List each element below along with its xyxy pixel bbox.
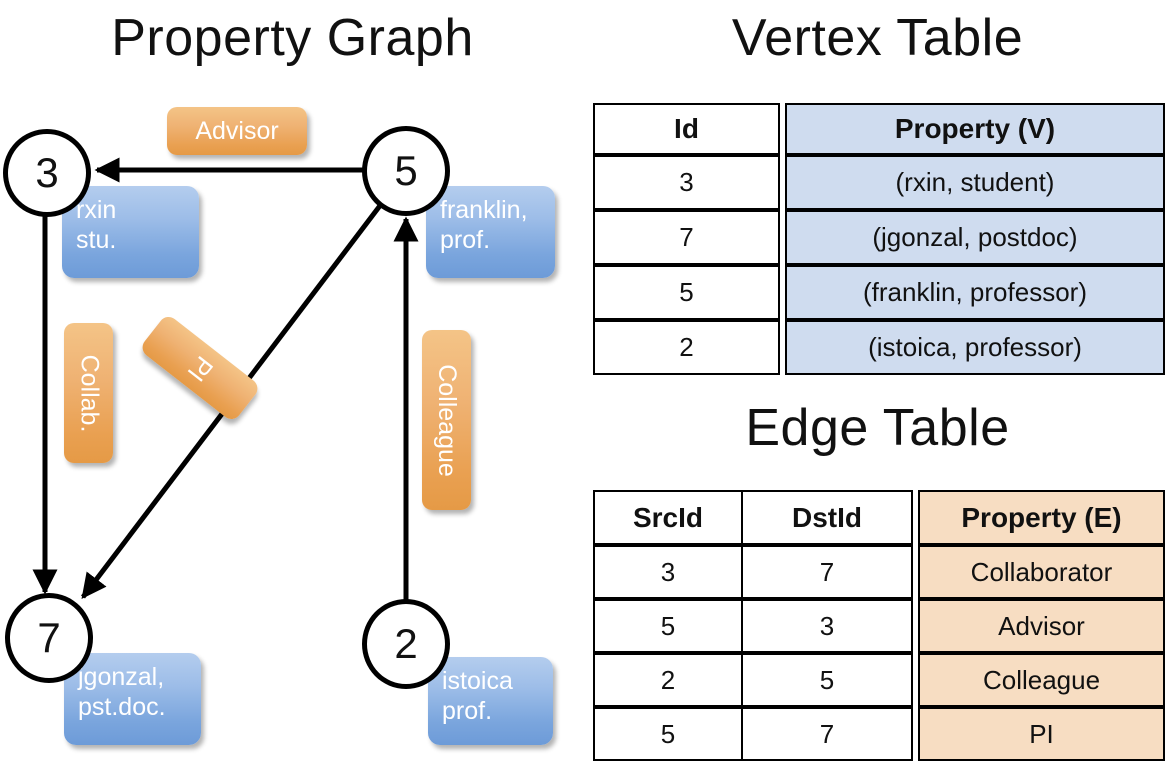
graph-node-7-label: 7 (37, 614, 61, 661)
edge-label-box-advisor: Advisor (167, 107, 307, 155)
edge-label-colleague: Colleague (433, 363, 461, 477)
table-cell: 5 (593, 599, 743, 653)
graph-node-2[interactable]: 2 (362, 599, 450, 689)
edge-table-header-srcid: SrcId (593, 490, 743, 545)
table-cell: PI (918, 707, 1165, 761)
graph-node-7[interactable]: 7 (5, 593, 93, 683)
edge-label-collab: Collab. (75, 354, 104, 432)
table-cell: 5 (593, 707, 743, 761)
edge-table-column-dstid: DstId 7 3 5 7 (741, 490, 913, 761)
graph-node-3-label: 3 (35, 149, 59, 196)
vertex-table-column-id: Id 3 7 5 2 (593, 103, 780, 375)
edge-table: SrcId 3 5 2 5 DstId 7 3 5 7 Property (E)… (593, 490, 1165, 761)
vertex-property-istoica-line1: istoica (442, 667, 513, 695)
table-cell: Colleague (918, 653, 1165, 707)
table-cell: 3 (593, 155, 780, 210)
vertex-property-jgonzal-line2: pst.doc. (78, 692, 166, 721)
vertex-property-rxin-line2: stu. (76, 225, 117, 254)
vertex-property-rxin-line1: rxin (76, 196, 117, 224)
vertex-property-box-jgonzal: jgonzal, pst.doc. (64, 653, 201, 745)
vertex-property-franklin-line2: prof. (440, 225, 491, 254)
vertex-table-header-property: Property (V) (785, 103, 1165, 155)
vertex-table-column-property: Property (V) (rxin, student) (jgonzal, p… (785, 103, 1165, 375)
vertex-property-istoica-line2: prof. (442, 696, 493, 725)
table-cell: (franklin, professor) (785, 265, 1165, 320)
page-title-edge-table: Edge Table (745, 399, 1010, 457)
property-graph-diagram: rxin stu. franklin, prof. jgonzal, pst.d… (0, 0, 585, 760)
vertex-table-header-id: Id (593, 103, 780, 155)
edge-label-box-collab: Collab. (64, 323, 113, 463)
table-cell: (jgonzal, postdoc) (785, 210, 1165, 265)
vertex-property-box-franklin: franklin, prof. (426, 186, 555, 278)
vertex-property-jgonzal-line1: jgonzal, (78, 663, 165, 691)
edge-label-box-colleague: Colleague (422, 330, 471, 510)
graph-node-2-label: 2 (394, 620, 418, 667)
table-cell: 7 (593, 210, 780, 265)
graph-node-5-label: 5 (394, 147, 418, 194)
table-cell: Collaborator (918, 545, 1165, 599)
table-cell: 2 (593, 653, 743, 707)
table-cell: Advisor (918, 599, 1165, 653)
edge-label-advisor: Advisor (195, 116, 279, 145)
edge-table-header-dstid: DstId (741, 490, 913, 545)
graph-node-3[interactable]: 3 (3, 129, 91, 217)
vertex-property-box-rxin: rxin stu. (62, 186, 199, 278)
table-cell: 3 (741, 599, 913, 653)
edge-label-pi: PI (182, 350, 219, 387)
edge-table-column-srcid: SrcId 3 5 2 5 (593, 490, 743, 761)
table-cell: 3 (593, 545, 743, 599)
vertex-property-box-istoica: istoica prof. (428, 657, 553, 745)
vertex-table: Id 3 7 5 2 Property (V) (rxin, student) … (593, 103, 1165, 375)
table-cell: (istoica, professor) (785, 320, 1165, 375)
page-title-vertex-table: Vertex Table (731, 9, 1024, 67)
page-title-property-graph: Property Graph (111, 9, 474, 67)
table-cell: 5 (593, 265, 780, 320)
table-cell: (rxin, student) (785, 155, 1165, 210)
table-cell: 7 (741, 545, 913, 599)
table-cell: 2 (593, 320, 780, 375)
graph-node-5[interactable]: 5 (362, 126, 450, 216)
table-cell: 7 (741, 707, 913, 761)
table-cell: 5 (741, 653, 913, 707)
edge-table-column-property: Property (E) Collaborator Advisor Collea… (918, 490, 1165, 761)
edge-table-header-property: Property (E) (918, 490, 1165, 545)
vertex-property-franklin-line1: franklin, (440, 196, 528, 224)
